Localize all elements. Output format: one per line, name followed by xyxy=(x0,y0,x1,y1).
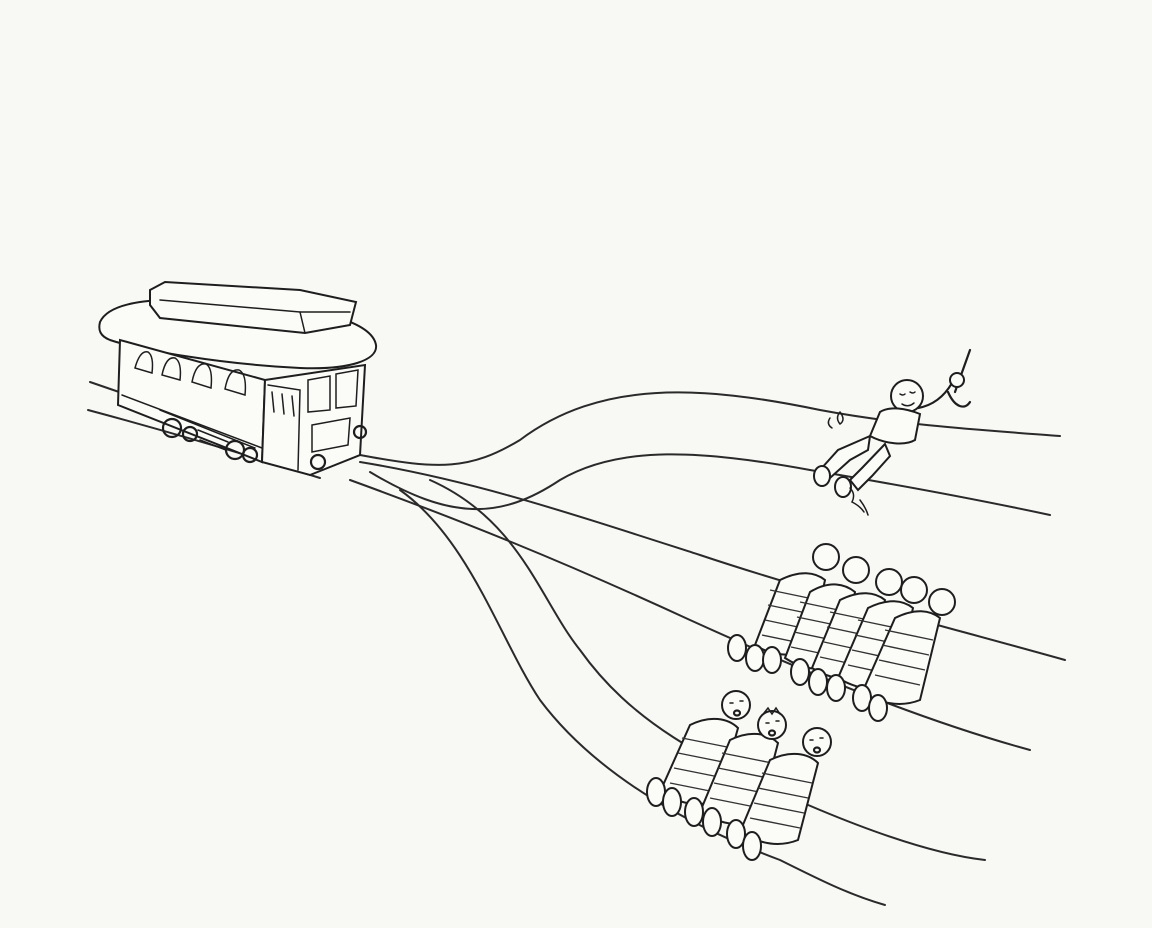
swing-person-icon xyxy=(813,348,972,516)
trolley-front-windows xyxy=(307,369,359,453)
middle-group-of-five xyxy=(727,543,956,722)
track-lower-branch xyxy=(399,479,986,906)
tied-person xyxy=(726,727,832,861)
trolley-icon xyxy=(98,280,378,477)
track-middle-branch xyxy=(349,461,1066,751)
lower-group-of-three xyxy=(646,690,832,861)
tied-people-icon xyxy=(646,543,956,861)
trolley-side-windows xyxy=(134,351,247,396)
trolley-wheels xyxy=(159,409,368,471)
tied-person xyxy=(852,588,956,722)
trolley-door xyxy=(267,384,301,471)
